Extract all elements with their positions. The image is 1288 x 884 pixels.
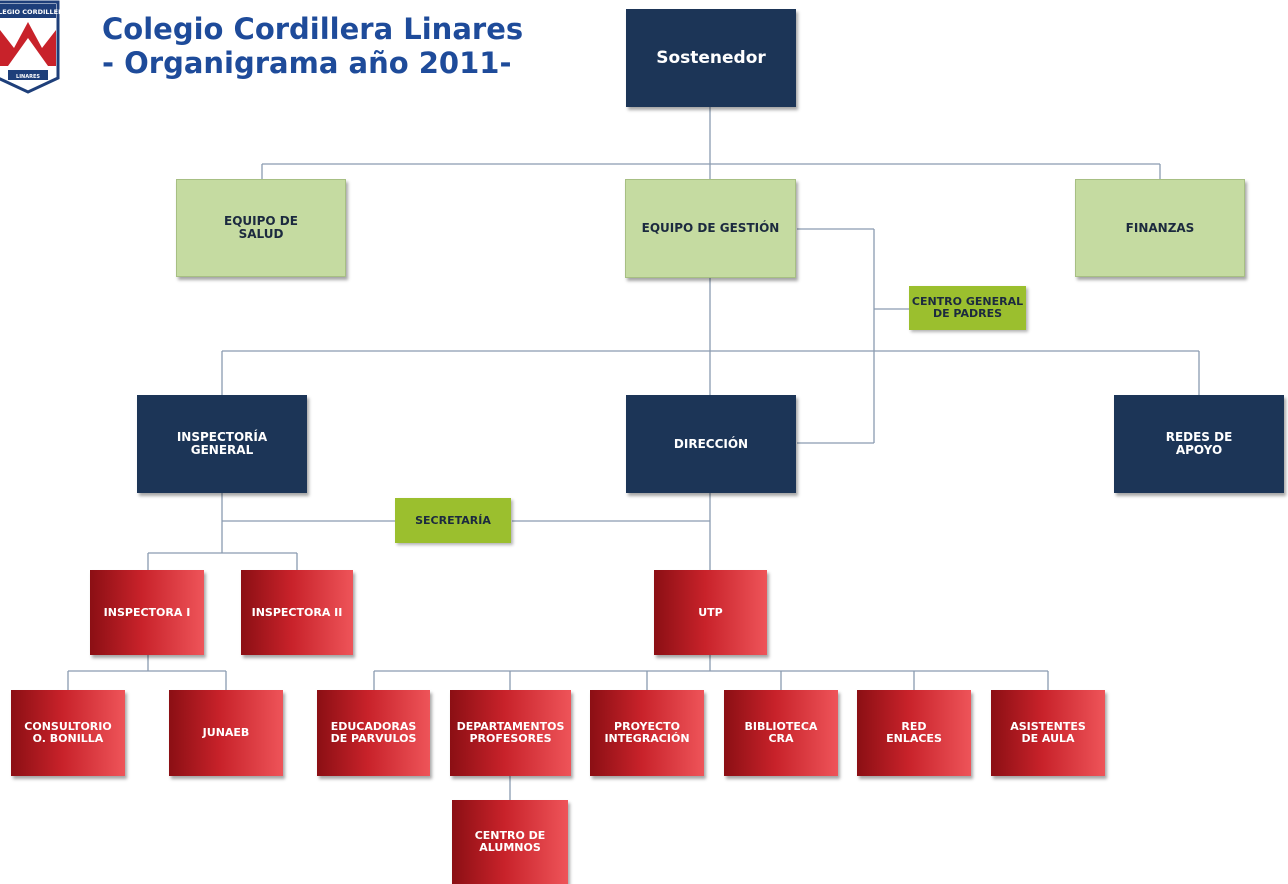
page-title-line2: - Organigrama año 2011- <box>102 46 512 80</box>
node-red-enlaces: RED ENLACES <box>857 690 971 776</box>
node-secretaria: SECRETARÍA <box>395 498 511 543</box>
page-title-line1: Colegio Cordillera Linares <box>102 12 524 46</box>
node-inspectora-2: INSPECTORA II <box>241 570 353 655</box>
node-biblioteca: BIBLIOTECA CRA <box>724 690 838 776</box>
node-equipo-gestion: EQUIPO DE GESTIÓN <box>625 179 796 278</box>
node-asistentes: ASISTENTES DE AULA <box>991 690 1105 776</box>
node-utp: UTP <box>654 570 767 655</box>
node-departamentos: DEPARTAMENTOS PROFESORES <box>450 690 571 776</box>
node-sostenedor: Sostenedor <box>626 9 796 107</box>
node-redes-apoyo: REDES DE APOYO <box>1114 395 1284 493</box>
node-educadoras: EDUCADORAS DE PARVULOS <box>317 690 430 776</box>
logo-top-text: COLEGIO CORDILLERA <box>0 8 62 16</box>
school-logo: COLEGIO CORDILLERA LINARES <box>0 0 62 94</box>
node-inspectoria-general: INSPECTORÍA GENERAL <box>137 395 307 493</box>
node-finanzas: FINANZAS <box>1075 179 1245 277</box>
node-junaeb: JUNAEB <box>169 690 283 776</box>
logo-bottom-text: LINARES <box>16 74 40 80</box>
node-inspectora-1: INSPECTORA I <box>90 570 204 655</box>
node-proyecto-integracion: PROYECTO INTEGRACIÓN <box>590 690 704 776</box>
node-equipo-salud: EQUIPO DE SALUD <box>176 179 346 277</box>
node-consultorio: CONSULTORIO O. BONILLA <box>11 690 125 776</box>
node-centro-alumnos: CENTRO DE ALUMNOS <box>452 800 568 884</box>
node-centro-padres: CENTRO GENERAL DE PADRES <box>909 286 1026 330</box>
node-direccion: DIRECCIÓN <box>626 395 796 493</box>
